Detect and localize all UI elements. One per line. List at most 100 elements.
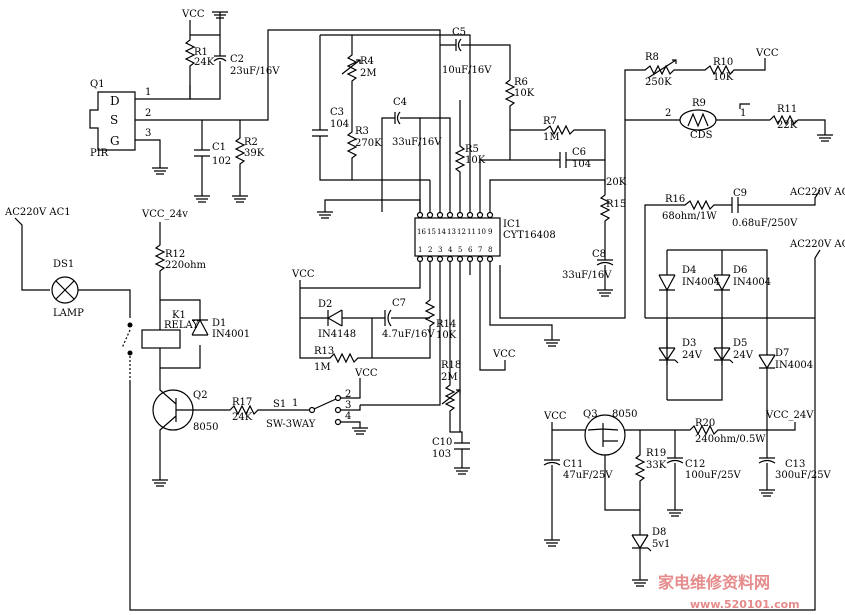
r9-value: CDS <box>690 130 713 141</box>
c5-value: 10uF/16V <box>442 65 492 76</box>
watermark: 家电维修资料网 <box>658 573 770 592</box>
r4-ref: R4 <box>360 56 374 67</box>
ic1-pin6: 6 <box>468 246 473 254</box>
watermark-url: www.520101.com <box>690 598 800 611</box>
ic1-pin7: 7 <box>478 246 482 254</box>
c5-ref: C5 <box>452 27 466 38</box>
d7-value: IN4004 <box>775 360 813 371</box>
r13-value: 1M <box>314 362 331 373</box>
q1-ref: Q1 <box>90 79 105 90</box>
r17-ref: R17 <box>232 397 252 408</box>
r9-pin2: 2 <box>665 108 671 119</box>
r6-ref: R6 <box>514 77 528 88</box>
d3-value: 24V <box>682 350 703 361</box>
c4-ref: C4 <box>393 97 407 108</box>
c13-ref: C13 <box>785 459 805 470</box>
r1-ref: R1 <box>194 47 208 58</box>
r15-value: 20K <box>606 177 627 188</box>
r12-ref: R12 <box>165 249 185 260</box>
s1-pin4: 4 <box>345 411 351 422</box>
ic1-pin14: 14 <box>437 228 446 236</box>
q1-pin2-num: 2 <box>145 108 151 119</box>
relay-k1 <box>141 329 181 349</box>
r6-value: 10K <box>514 88 535 99</box>
ic1-pin4: 4 <box>448 246 453 254</box>
r9-pin1: 1 <box>740 108 746 119</box>
r16-ref: R16 <box>665 194 685 205</box>
d8-ref: D8 <box>652 527 666 538</box>
d2-ref: D2 <box>318 299 332 310</box>
q3-value: 8050 <box>612 409 637 420</box>
r11-ref: R11 <box>777 104 797 115</box>
s1-pin1: 1 <box>292 398 298 409</box>
c12-value: 100uF/25V <box>685 470 742 481</box>
r9-ref: R9 <box>692 98 706 109</box>
r5-value: 10K <box>465 155 486 166</box>
q1-pin-s: S <box>110 113 118 127</box>
r5-ref: R5 <box>465 144 479 155</box>
c11-ref: C11 <box>563 459 583 470</box>
q1-pin1-num: 1 <box>145 87 151 98</box>
ic1-value: CYT16408 <box>503 230 556 241</box>
r7-value: 1M <box>543 132 560 143</box>
r3-ref: R3 <box>355 126 369 137</box>
d4-ref: D4 <box>682 265 696 276</box>
c1-ref: C1 <box>212 142 226 153</box>
c12-ref: C12 <box>685 459 705 470</box>
vcc-label-q3: VCC <box>543 411 567 422</box>
r8-value: 250K <box>645 77 672 88</box>
r11-value: 22K <box>777 120 798 131</box>
q1-pin-d: D <box>110 94 120 108</box>
r18-ref: R18 <box>441 360 461 371</box>
ic1-top-pins <box>416 211 494 263</box>
d6-value: IN4004 <box>733 277 771 288</box>
c4-value: 33uF/16V <box>392 137 442 148</box>
transistor-q2 <box>152 368 194 480</box>
ic1-chip <box>414 217 501 257</box>
ds1-value: LAMP <box>53 308 84 319</box>
ic1-pin13: 13 <box>447 228 456 236</box>
ic1-pin2: 2 <box>428 246 432 254</box>
r17-value: 24K <box>232 412 253 423</box>
r10-value: 10K <box>713 72 734 83</box>
c6-value: 104 <box>572 159 591 170</box>
r8-ref: R8 <box>645 52 659 63</box>
transistor-q3 <box>584 414 626 456</box>
r2-value: 39K <box>244 148 265 159</box>
r1-value: 24K <box>194 57 215 68</box>
ds1-ref: DS1 <box>53 259 74 270</box>
ic1-pin8: 8 <box>488 246 492 254</box>
k1-ref: K1 <box>172 310 186 321</box>
ic1-pin10: 10 <box>477 228 486 236</box>
vcc-label-d2: VCC <box>291 269 315 280</box>
c7-value: 4.7uF/16V <box>382 329 435 340</box>
c8-ref: C8 <box>592 249 606 260</box>
r10-ref: R10 <box>713 57 733 68</box>
ic1-pin16: 16 <box>417 228 426 236</box>
q1-pin-g: G <box>110 134 120 148</box>
ic1-ref: IC1 <box>503 219 521 230</box>
r20-value: 240ohm/0.5W <box>695 434 766 445</box>
vcc-label-ic: VCC <box>492 349 516 360</box>
c7-ref: C7 <box>392 298 406 309</box>
ic1-pin12: 12 <box>457 228 466 236</box>
d6-ref: D6 <box>733 265 747 276</box>
c11-value: 47uF/25V <box>563 470 613 481</box>
d2-value: IN4148 <box>318 329 356 340</box>
ac1-label-right: AC220V AC1 <box>789 187 845 198</box>
c9-value: 0.68uF/250V <box>732 218 798 229</box>
k1-value: RELAY <box>164 320 199 331</box>
d1-ref: D1 <box>212 318 226 329</box>
c3-value: 104 <box>330 119 349 130</box>
r14-value: 10K <box>436 330 457 341</box>
lamp-icon <box>51 276 79 304</box>
c9-ref: C9 <box>733 188 747 199</box>
ac1-label-left: AC220V AC1 <box>4 207 71 218</box>
c6-ref: C6 <box>572 147 586 158</box>
s1-pin2: 2 <box>345 389 351 400</box>
r19-value: 33K <box>646 460 667 471</box>
q2-value: 8050 <box>193 422 218 433</box>
d4-value: IN4004 <box>682 277 720 288</box>
s1-pin3: 3 <box>345 400 351 411</box>
